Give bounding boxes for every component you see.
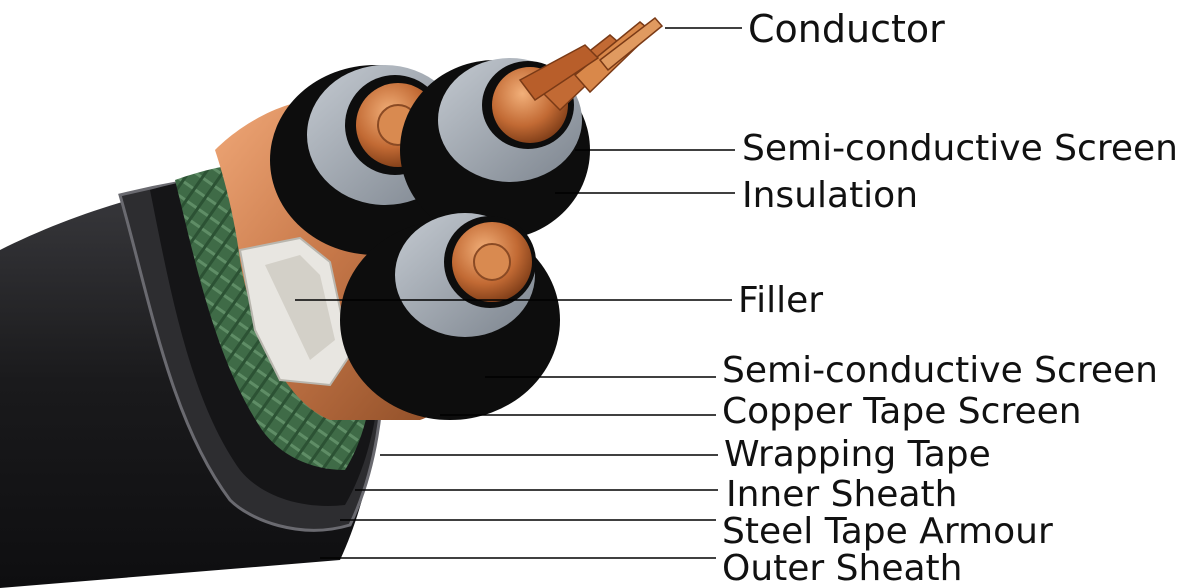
- label-insulation: Insulation: [742, 175, 918, 216]
- label-steel-tape-armour: Steel Tape Armour: [722, 511, 1053, 552]
- label-semi-screen-bottom: Semi-conductive Screen: [722, 350, 1158, 391]
- label-outer-sheath: Outer Sheath: [722, 548, 962, 588]
- label-inner-sheath: Inner Sheath: [726, 474, 957, 515]
- label-wrapping-tape: Wrapping Tape: [724, 434, 991, 475]
- label-conductor: Conductor: [748, 7, 945, 51]
- label-copper-tape-screen: Copper Tape Screen: [722, 391, 1082, 432]
- label-filler: Filler: [738, 280, 823, 321]
- label-semi-screen-top: Semi-conductive Screen: [742, 128, 1178, 169]
